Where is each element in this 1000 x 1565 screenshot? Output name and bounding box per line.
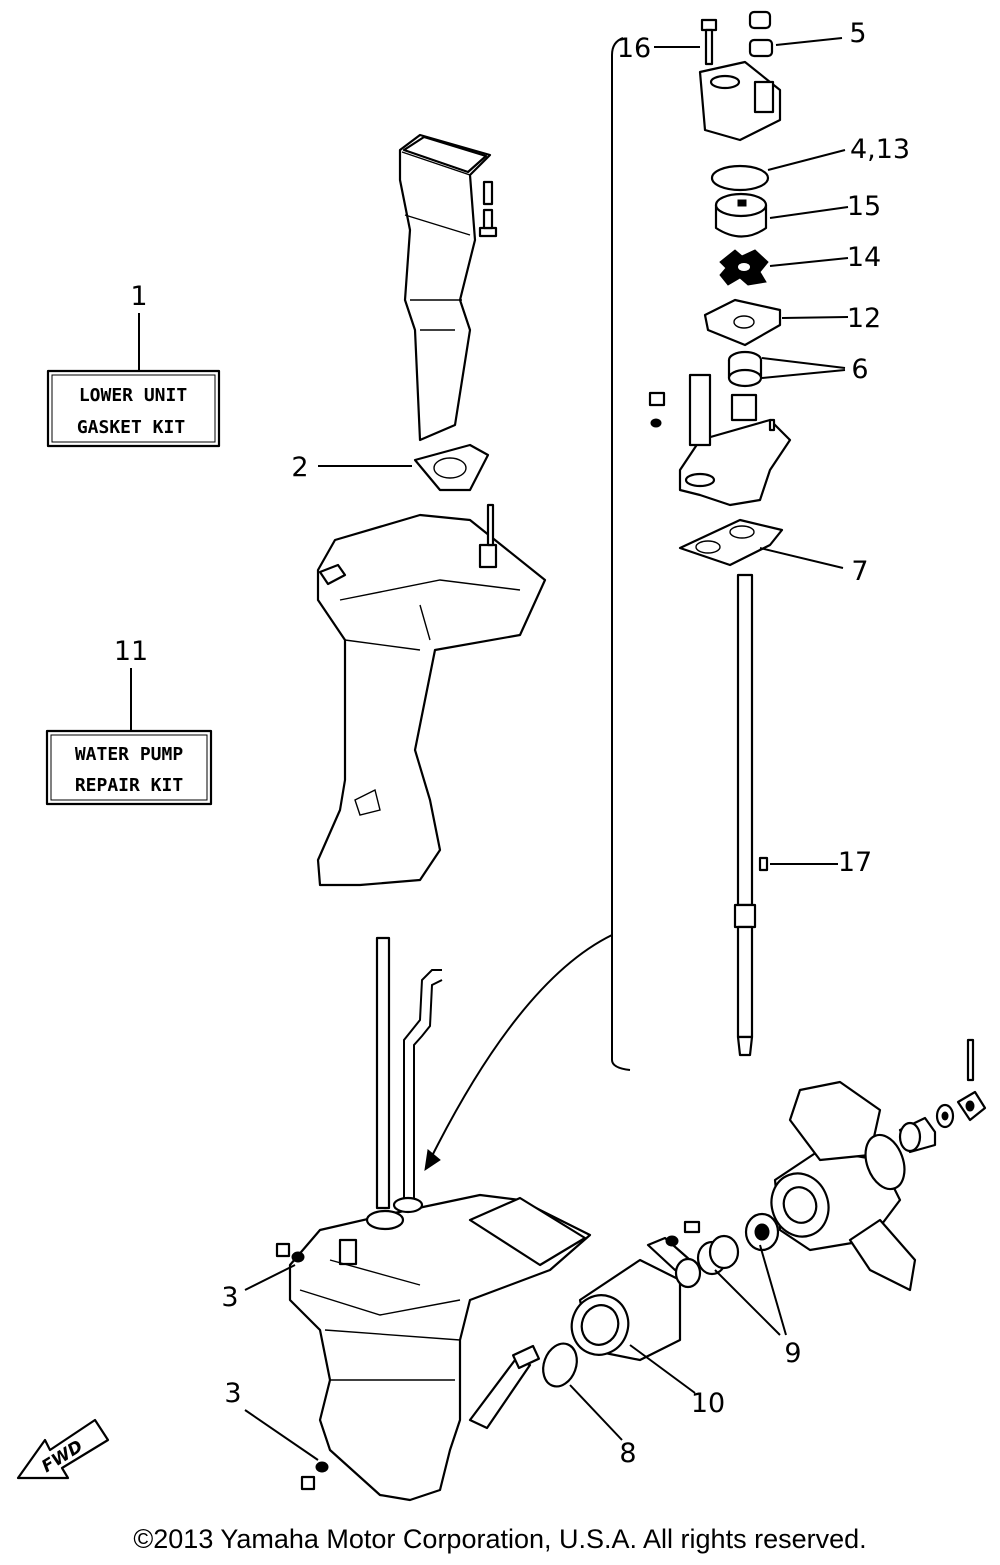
bearing-housing-10 (570, 1235, 692, 1362)
callout-10: 10 (691, 1388, 725, 1419)
drive-shaft (733, 573, 757, 1057)
leader-5 (775, 37, 843, 46)
upper-casing (316, 503, 547, 887)
water-pump-kit-line2: REPAIR KIT (75, 775, 184, 796)
leader-9b (759, 1244, 787, 1336)
callout-12: 12 (847, 303, 881, 334)
leader-15 (769, 206, 849, 219)
pin-17 (758, 856, 769, 872)
pump-housing-lower (648, 373, 792, 507)
gasket-7 (678, 518, 784, 567)
callout-14: 14 (847, 242, 881, 273)
spacer-washer-nut (898, 1038, 987, 1154)
callout-7: 7 (851, 556, 868, 587)
leader-7 (759, 547, 844, 569)
outer-plate-12 (703, 298, 782, 347)
leader-4-13 (767, 149, 846, 171)
leader-14 (769, 257, 849, 267)
callout-4-13: 4,13 (850, 134, 910, 165)
leader-6b (761, 369, 846, 379)
oil-seals-6 (727, 350, 763, 388)
lower-unit-kit-line2: GASKET KIT (77, 417, 186, 438)
callout-8: 8 (619, 1438, 636, 1469)
callout-3-upper: 3 (221, 1282, 238, 1313)
lower-case (288, 1193, 592, 1502)
seals-9 (674, 1212, 780, 1289)
leader-3-lower (244, 1409, 319, 1461)
leader-12 (781, 316, 849, 319)
water-pump-kit-line1: WATER PUMP (75, 744, 184, 765)
callout-15: 15 (847, 191, 881, 222)
tube-bolt (478, 180, 498, 238)
bracket-arrow-line (429, 934, 613, 1161)
fwd-direction-arrow: FWD (16, 1418, 110, 1480)
lower-unit-kit-line1: LOWER UNIT (79, 385, 188, 406)
callout-3-lower: 3 (224, 1378, 241, 1409)
leader-6a (761, 357, 846, 369)
callout-6: 6 (851, 354, 868, 385)
propeller (770, 1080, 917, 1292)
o-ring-8 (542, 1342, 578, 1388)
callout-16: 16 (617, 33, 651, 64)
o-ring-4-13 (710, 164, 770, 192)
callout-17: 17 (838, 847, 872, 878)
impeller-14 (719, 249, 769, 286)
assembly-bracket (611, 37, 631, 1071)
leader-9a (714, 1269, 781, 1336)
callout-11: 11 (114, 636, 148, 667)
callout-5: 5 (849, 18, 866, 49)
kit-1-callout: 1 (130, 281, 148, 370)
drain-screw-lower (300, 1461, 329, 1491)
leader-3-upper (244, 1264, 296, 1291)
gasket-2 (413, 443, 490, 492)
leader-10 (629, 1344, 696, 1394)
exhaust-guide-tube (398, 133, 492, 442)
grommet-5 (748, 10, 774, 58)
water-pump-repair-kit-box: WATER PUMP REPAIR KIT (45, 729, 213, 806)
leader-8 (569, 1384, 623, 1441)
bolt-16 (700, 18, 718, 66)
propeller-shaft (468, 1344, 541, 1430)
pump-case-top (698, 60, 782, 142)
drain-screw-upper (275, 1242, 305, 1263)
bracket-arrow-head (424, 1149, 441, 1172)
insert-cartridge-15 (714, 192, 768, 238)
callout-2: 2 (291, 452, 308, 483)
callout-9: 9 (784, 1338, 801, 1369)
lower-unit-gasket-kit-box: LOWER UNIT GASKET KIT (46, 369, 221, 448)
kit-11-callout: 11 (114, 636, 148, 730)
callout-1: 1 (130, 281, 147, 312)
water-tube (375, 936, 443, 1210)
copyright-notice: ©2013 Yamaha Motor Corporation, U.S.A. A… (133, 1524, 867, 1554)
